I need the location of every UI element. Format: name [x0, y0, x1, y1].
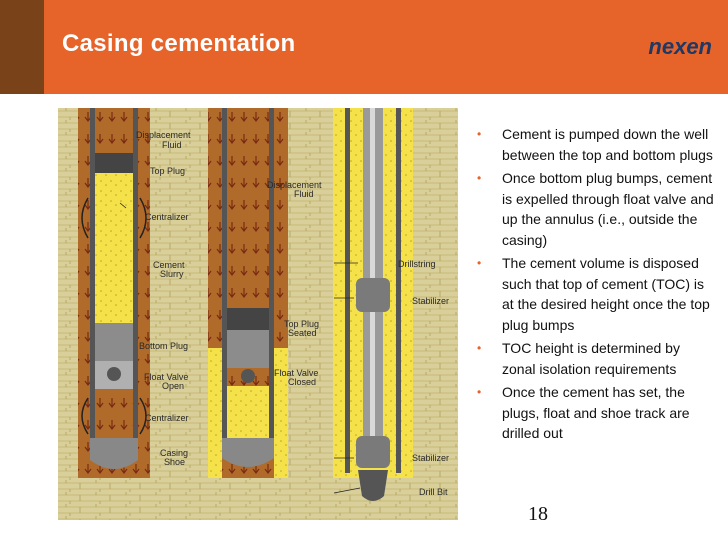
cementation-diagram: Displacement Fluid Top Plug Centralizer …: [58, 108, 458, 520]
well-3-drillstring-highlight: [370, 108, 375, 438]
well-1-casing-left: [90, 108, 95, 460]
well-3-stabilizer-2: [356, 436, 390, 468]
title-bar: [0, 0, 728, 94]
well-2-float-ball: [241, 369, 255, 383]
label-displacement-fluid-1a: Displacement: [136, 130, 191, 140]
title-bar-accent: [0, 0, 44, 94]
label-displacement-fluid-1b: Fluid: [162, 140, 182, 150]
bullet-marker-icon: •: [477, 256, 482, 270]
well-2-shoe-cement: [227, 386, 269, 441]
label-casing-shoe-a: Casing: [160, 448, 188, 458]
well-2-top-plug-seated: [227, 308, 269, 330]
label-float-valve-closed-b: Closed: [288, 377, 316, 387]
well-2-bottom-plug: [227, 330, 269, 368]
bullet-marker-icon: •: [477, 341, 482, 355]
well-1: [78, 108, 150, 478]
well-1-displacement-fluid: [95, 108, 133, 153]
label-cement-slurry-b: Slurry: [160, 269, 184, 279]
well-3-casing-right: [396, 108, 401, 473]
bullet-text: Once the cement has set, the plugs, floa…: [502, 384, 690, 441]
leader-lines: [119, 202, 361, 494]
well-1-casing-shoe: [90, 438, 138, 469]
label-bottom-plug: Bottom Plug: [139, 341, 188, 351]
bullet-marker-icon: •: [477, 171, 482, 185]
well-2-cement-annulus-left: [208, 348, 222, 478]
label-float-valve-open-b: Open: [162, 381, 184, 391]
label-displacement-fluid-2b: Fluid: [294, 189, 314, 199]
well-1-centralizer-1: [81, 197, 147, 239]
well-3-drill-bit: [358, 470, 388, 501]
bullet-marker-icon: •: [477, 385, 482, 399]
label-centralizer-1: Centralizer: [145, 212, 189, 222]
label-cement-slurry-a: Cement: [153, 260, 185, 270]
well-2: [208, 108, 288, 478]
page-number: 18: [528, 503, 548, 525]
well-3: [333, 108, 413, 501]
well-2-casing-shoe: [222, 438, 274, 467]
bullet-list: • Cement is pumped down the well between …: [474, 124, 714, 447]
label-top-plug-seated-a: Top Plug: [284, 319, 319, 329]
bullet-item: • The cement volume is disposed such that…: [474, 253, 714, 335]
label-stabilizer-2: Stabilizer: [412, 453, 449, 463]
well-3-stabilizer-1: [356, 278, 390, 312]
slide-title: Casing cementation: [62, 30, 296, 57]
label-top-plug: Top Plug: [150, 166, 185, 176]
label-top-plug-seated-b: Seated: [288, 328, 317, 338]
bullet-item: • Cement is pumped down the well between …: [474, 124, 714, 165]
bullet-text: Cement is pumped down the well between t…: [502, 126, 713, 163]
bullet-item: • Once bottom plug bumps, cement is expel…: [474, 168, 714, 250]
bullet-marker-icon: •: [477, 127, 482, 141]
well-1-float-ball: [107, 367, 121, 381]
well-1-shoe-track: [95, 389, 133, 439]
bullet-item: • TOC height is determined by zonal isola…: [474, 338, 714, 379]
logo-text: nexen: [648, 34, 712, 59]
nexen-logo: nexen: [648, 28, 712, 60]
well-2-casing-left: [222, 108, 227, 458]
bullet-text: Once bottom plug bumps, cement is expell…: [502, 170, 714, 248]
well-1-top-plug: [95, 153, 133, 173]
well-2-cement-annulus-right: [274, 348, 288, 478]
well-2-casing-right: [269, 108, 274, 458]
label-drillstring: Drillstring: [398, 259, 436, 269]
well-3-casing-left: [345, 108, 350, 473]
label-float-valve-closed-a: Float Valve: [274, 368, 318, 378]
bullet-text: TOC height is determined by zonal isolat…: [502, 340, 680, 377]
label-float-valve-open-a: Float Valve: [144, 372, 188, 382]
logo-swoosh-icon: [678, 28, 705, 38]
label-casing-shoe-b: Shoe: [164, 457, 185, 467]
bullet-text: The cement volume is disposed such that …: [502, 255, 710, 333]
label-displacement-fluid-2a: Displacement: [267, 180, 322, 190]
well-1-bottom-plug: [95, 323, 133, 361]
label-drill-bit: Drill Bit: [419, 487, 448, 497]
label-stabilizer-1: Stabilizer: [412, 296, 449, 306]
label-centralizer-2: Centralizer: [145, 413, 189, 423]
well-1-casing-right: [133, 108, 138, 460]
well-1-cement: [95, 173, 133, 323]
well-1-centralizer-2: [81, 397, 147, 435]
well-2-displacement-fluid: [227, 108, 269, 308]
bullet-item: • Once the cement has set, the plugs, flo…: [474, 382, 714, 444]
